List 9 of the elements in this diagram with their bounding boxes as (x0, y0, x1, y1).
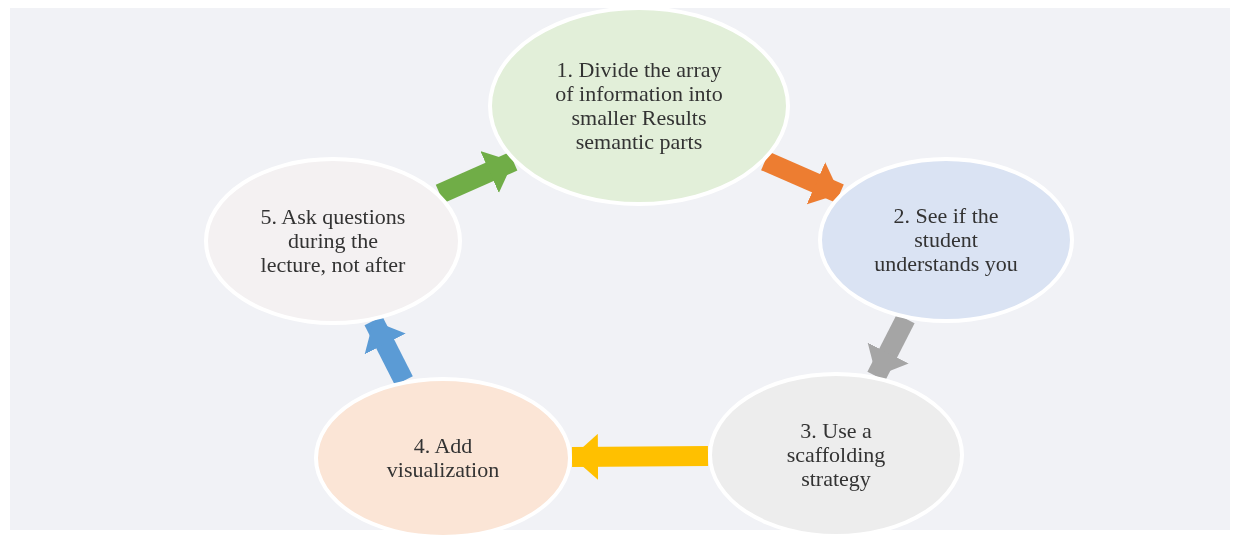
block-arrow (761, 151, 844, 205)
step-text: 5. Ask questions during the lecture, not after (259, 204, 407, 278)
step-text: 1. Divide the array of information into smaller Results semantic parts (554, 57, 724, 155)
block-arrow (867, 314, 915, 381)
block-arrow (364, 316, 413, 386)
step-text: 3. Use a scaffolding strategy (785, 418, 887, 492)
step-text: 4. Add visualization (385, 433, 501, 483)
block-arrow (571, 433, 709, 480)
step-text: 2. See if the student understands you (873, 203, 1019, 277)
